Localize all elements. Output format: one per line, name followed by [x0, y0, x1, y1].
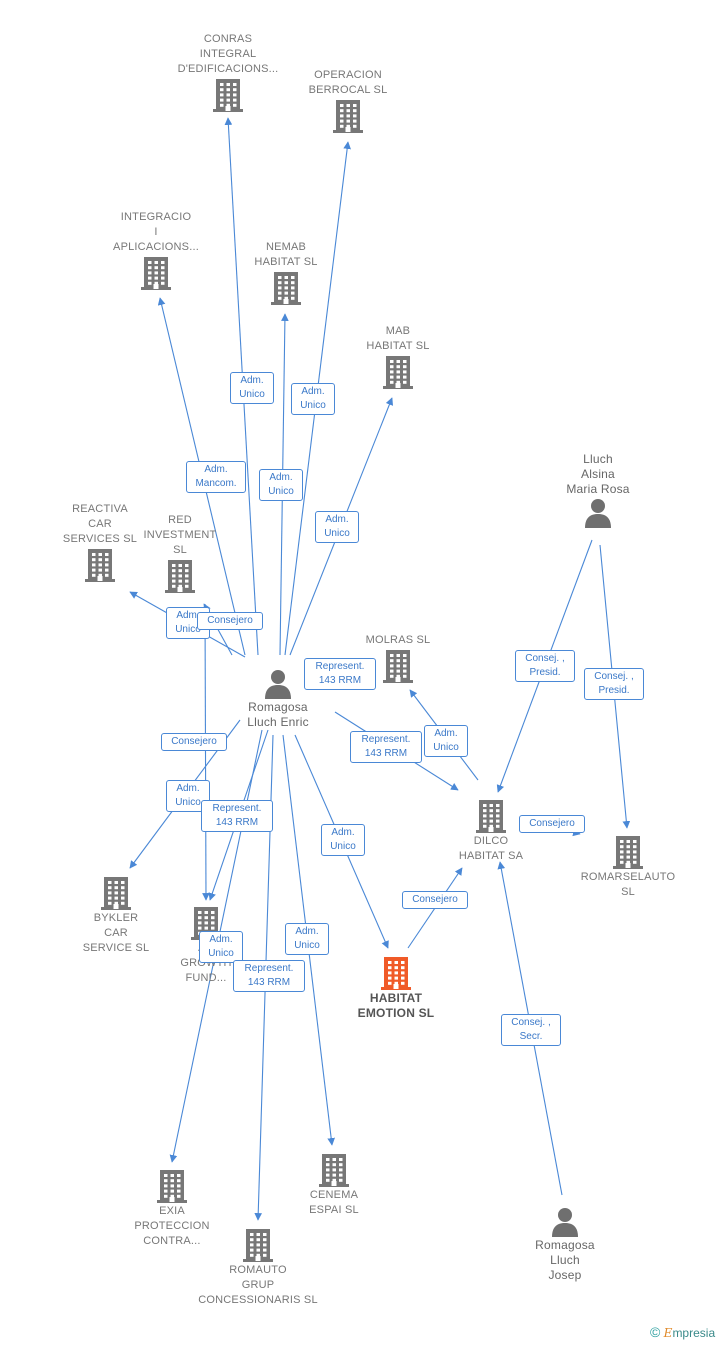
company-label: BYKLER CAR SERVICE SL [82, 912, 150, 954]
building-icon [157, 1170, 187, 1203]
person-icon [585, 499, 611, 528]
person-icon [265, 670, 291, 699]
company-operacion[interactable]: OPERACION BERROCAL SL [278, 68, 418, 134]
company-habitat[interactable]: HABITAT EMOTION SL [326, 955, 466, 1021]
edge-label: Consej. , Presid. [515, 650, 575, 682]
company-label: EXIA PROTECCION CONTRA... [134, 1205, 210, 1247]
building-icon [101, 877, 131, 910]
building-icon [243, 1229, 273, 1262]
edge-label: Consejero [519, 815, 585, 833]
company-dilco[interactable]: DILCO HABITAT SA [421, 798, 561, 864]
company-label: NEMAB HABITAT SL [254, 241, 318, 268]
company-integracio[interactable]: INTEGRACIO I APLICACIONS... [86, 210, 226, 291]
edge-label: Adm. Unico [285, 923, 329, 955]
building-icon [383, 650, 413, 683]
relation-edge [202, 603, 210, 901]
company-label: MOLRAS SL [365, 634, 431, 646]
person-label: Lluch Alsina Maria Rosa [566, 452, 630, 496]
building-icon [213, 79, 243, 112]
company-label: DILCO HABITAT SA [458, 835, 524, 862]
person-lluch[interactable]: Lluch Alsina Maria Rosa [528, 452, 668, 529]
company-molras[interactable]: MOLRAS SL [328, 633, 468, 684]
edge-label: Represent. 143 RRM [350, 731, 422, 763]
building-icon [319, 1154, 349, 1187]
person-josep[interactable]: Romagosa Lluch Josep [495, 1206, 635, 1283]
brand-name: mpresia [672, 1326, 716, 1340]
edge-label: Represent. 143 RRM [233, 960, 305, 992]
building-icon [333, 100, 363, 133]
company-nemab[interactable]: NEMAB HABITAT SL [216, 240, 356, 306]
edge-label: Adm. Unico [315, 511, 359, 543]
edge-label: Adm. Unico [199, 931, 243, 963]
edge-label: Represent. 143 RRM [201, 800, 273, 832]
building-icon [165, 560, 195, 593]
building-icon [141, 257, 171, 290]
edge-label: Represent. 143 RRM [304, 658, 376, 690]
building-icon [381, 957, 411, 990]
company-mab[interactable]: MAB HABITAT SL [328, 324, 468, 390]
company-exia[interactable]: EXIA PROTECCION CONTRA... [102, 1168, 242, 1249]
edge-label: Adm. Unico [291, 383, 335, 415]
company-label: REACTIVA CAR SERVICES SL [62, 503, 138, 545]
edge-label: Adm. Unico [424, 725, 468, 757]
company-conras[interactable]: CONRAS INTEGRAL D'EDIFICACIONS... [158, 32, 298, 113]
edge-label: Consej. , Presid. [584, 668, 644, 700]
company-label: ROMAUTO GRUP CONCESSIONARIS SL [198, 1264, 318, 1306]
building-icon [476, 800, 506, 833]
building-icon [85, 549, 115, 582]
edge-label: Adm. Unico [230, 372, 274, 404]
edge-label: Consejero [161, 733, 227, 751]
company-reactiva[interactable]: REACTIVA CAR SERVICES SL [30, 502, 170, 583]
edge-label: Adm. Unico [321, 824, 365, 856]
company-label: MAB HABITAT SL [366, 325, 430, 352]
company-romarselauto[interactable]: ROMARSELAUTO SL [558, 834, 698, 900]
company-label: HABITAT EMOTION SL [357, 991, 435, 1020]
company-label: INTEGRACIO I APLICACIONS... [113, 211, 199, 253]
edge-label: Consej. , Secr. [501, 1014, 561, 1046]
edge-label: Consejero [197, 612, 263, 630]
edge-label: Consejero [402, 891, 468, 909]
copyright-icon: © [650, 1324, 661, 1340]
building-icon [383, 356, 413, 389]
building-icon [613, 836, 643, 869]
edge-label: Adm. Mancom. [186, 461, 246, 493]
edge-label: Adm. Unico [259, 469, 303, 501]
person-label: Romagosa Lluch Josep [535, 1238, 595, 1282]
company-label: CONRAS INTEGRAL D'EDIFICACIONS... [177, 33, 279, 75]
company-cenema[interactable]: CENEMA ESPAI SL [264, 1152, 404, 1218]
person-label: Romagosa Lluch Enric [247, 700, 309, 729]
person-icon [552, 1208, 578, 1237]
company-label: RED INVESTMENT SL [143, 514, 217, 556]
company-label: OPERACION BERROCAL SL [308, 69, 388, 96]
empresia-logo[interactable]: © Empresia [650, 1324, 715, 1340]
company-romauto[interactable]: ROMAUTO GRUP CONCESSIONARIS SL [188, 1227, 328, 1308]
company-red[interactable]: RED INVESTMENT SL [110, 513, 250, 594]
company-bykler[interactable]: BYKLER CAR SERVICE SL [46, 875, 186, 956]
company-label: ROMARSELAUTO SL [580, 871, 676, 898]
building-icon [271, 272, 301, 305]
brand-initial: E [663, 1326, 673, 1340]
person-enric[interactable]: Romagosa Lluch Enric [208, 668, 348, 730]
company-label: CENEMA ESPAI SL [309, 1189, 359, 1216]
